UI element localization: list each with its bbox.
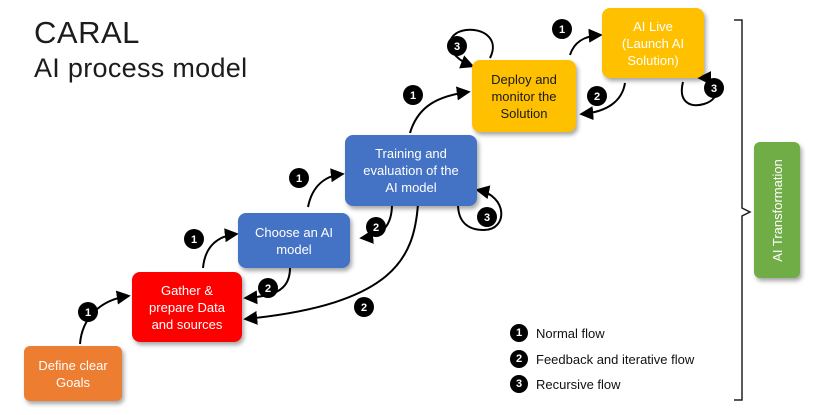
step-training-evaluation: Training and evaluation of the AI model	[345, 135, 477, 206]
flow-number-badge: 2	[587, 86, 607, 106]
recursive-flow-loop	[457, 185, 503, 232]
svg-text:1: 1	[191, 234, 197, 246]
flow-number-badge: 1	[78, 302, 98, 322]
legend-item: 3 Recursive flow	[510, 374, 621, 394]
step-deploy-monitor: Deploy and monitor the Solution	[472, 60, 576, 132]
flow-number-badge: 1	[184, 229, 204, 249]
svg-text:1: 1	[85, 307, 91, 319]
step-label: Training and evaluation of the AI model	[363, 146, 459, 195]
flow-number-badge: 3	[447, 36, 467, 56]
legend-number-badge: 3	[510, 375, 528, 393]
feedback-flow-arrow	[243, 203, 419, 325]
page-title: CARAL	[34, 15, 140, 50]
svg-text:1: 1	[559, 24, 565, 36]
flow-number-badge: 1	[403, 85, 423, 105]
svg-text:3: 3	[711, 83, 717, 95]
step-label: Choose an AI model	[254, 224, 334, 257]
svg-text:3: 3	[484, 212, 490, 224]
feedback-flow-arrow	[243, 267, 291, 305]
flow-number-badge: 2	[354, 297, 374, 317]
flow-number-badge: 2	[258, 278, 278, 298]
step-choose-model: Choose an AI model	[238, 213, 350, 268]
ai-transformation-label: AI Transformation	[769, 158, 785, 262]
ai-transformation-box: AI Transformation	[754, 142, 800, 278]
legend-label: Feedback and iterative flow	[536, 351, 695, 367]
step-gather-data: Gather & prepare Data and sources	[132, 272, 242, 342]
svg-text:2: 2	[361, 302, 367, 314]
legend-label: Normal flow	[536, 325, 605, 341]
flow-number-badge: 2	[366, 217, 386, 237]
svg-text:1: 1	[296, 173, 302, 185]
legend-label: Recursive flow	[536, 376, 621, 392]
step-ai-live: AI Live (Launch AI Solution)	[602, 8, 704, 78]
legend-item: 1 Normal flow	[510, 323, 605, 343]
step-label: Gather & prepare Data and sources	[149, 282, 225, 332]
flow-number-badge: 1	[552, 19, 572, 39]
flow-number-badge: 3	[477, 207, 497, 227]
feedback-flow-arrow	[579, 82, 626, 121]
step-define-goals: Define clear Goals	[24, 346, 122, 401]
normal-flow-arrow	[409, 86, 471, 134]
svg-text:3: 3	[454, 41, 460, 53]
legend-item: 2 Feedback and iterative flow	[510, 349, 694, 369]
normal-flow-arrow	[569, 28, 603, 56]
step-label: Define clear Goals	[38, 357, 108, 390]
legend-number-badge: 2	[510, 350, 528, 368]
legend-number-badge: 1	[510, 324, 528, 342]
step-label: AI Live (Launch AI Solution)	[621, 18, 685, 68]
normal-flow-arrow	[202, 228, 239, 269]
svg-text:2: 2	[265, 283, 271, 295]
flow-number-badge: 1	[289, 168, 309, 188]
page-subtitle: AI process model	[34, 53, 248, 83]
transformation-bracket	[734, 19, 752, 401]
svg-text:1: 1	[410, 90, 416, 102]
svg-text:2: 2	[594, 91, 600, 103]
step-label: Deploy and monitor the Solution	[491, 71, 557, 121]
flow-number-badge: 3	[704, 78, 724, 98]
normal-flow-arrow	[307, 168, 345, 208]
svg-text:2: 2	[373, 222, 379, 234]
